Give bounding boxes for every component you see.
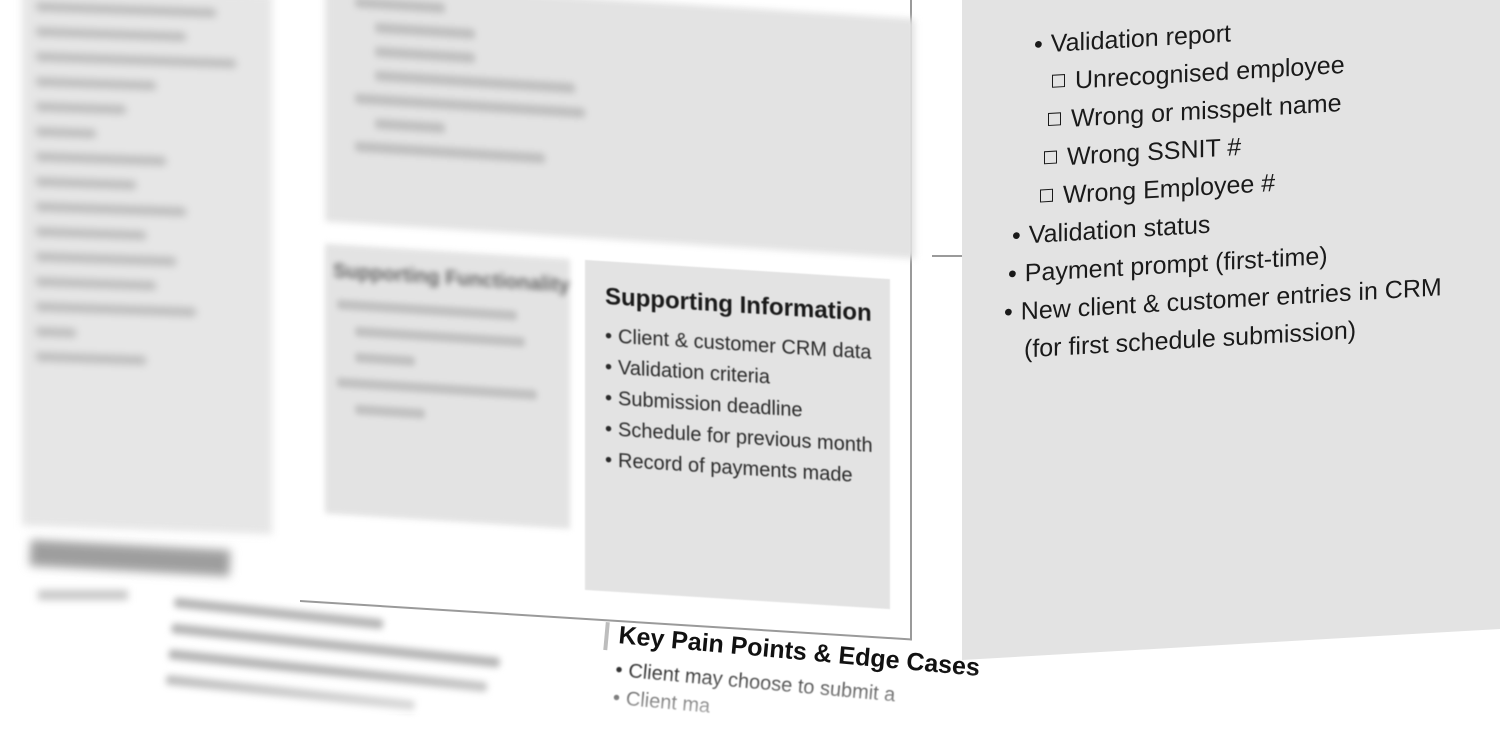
supporting-information-list: Client & customer CRM data Validation cr… bbox=[585, 320, 890, 494]
outputs-list: Validation report Unrecognised employee … bbox=[1012, 2, 1442, 369]
supporting-information-box: Supporting Information Client & customer… bbox=[585, 259, 890, 610]
left-blurred-panel bbox=[22, 0, 272, 535]
blurred-top-section bbox=[325, 0, 915, 259]
checkbox-icon bbox=[1052, 73, 1065, 88]
checkbox-icon bbox=[1040, 188, 1053, 203]
outputs-panel: Validation report Unrecognised employee … bbox=[962, 0, 1500, 661]
blurred-section-title bbox=[29, 539, 231, 577]
supporting-functionality-title: Supporting Functionality bbox=[333, 260, 570, 297]
checkbox-icon bbox=[1048, 112, 1061, 126]
key-pain-points-section: Key Pain Points & Edge Cases Client may … bbox=[598, 620, 1025, 749]
supporting-information-title: Supporting Information bbox=[605, 283, 872, 327]
section-marker bbox=[603, 621, 610, 651]
checkbox-icon bbox=[1044, 150, 1057, 165]
blurred-section-subtitle bbox=[38, 590, 128, 600]
sub-item-label: Wrong SSNIT # bbox=[1067, 132, 1242, 171]
supporting-functionality-box: Supporting Functionality bbox=[325, 243, 570, 529]
sub-item-label: Wrong Employee # bbox=[1063, 168, 1276, 210]
process-frame: Supporting Functionality Supporting Info… bbox=[300, 0, 915, 641]
